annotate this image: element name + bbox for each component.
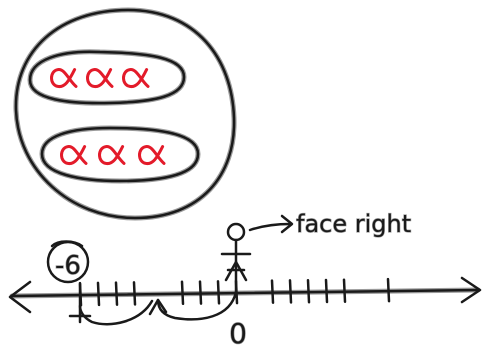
tick-mark (306, 278, 311, 304)
tick-mark (270, 279, 275, 304)
alpha-symbol (50, 68, 78, 89)
tick-mark (132, 281, 137, 306)
bottom-group-oval (39, 125, 201, 184)
tick-mark (324, 278, 329, 304)
tick-mark (198, 280, 203, 305)
top-group-alphas (50, 68, 150, 89)
alpha-symbol (86, 68, 114, 89)
tick-mark (180, 280, 185, 306)
alpha-symbol (98, 145, 126, 166)
number-line-ticks (78, 277, 391, 307)
tick-mark (386, 277, 391, 303)
right-arrowhead (460, 276, 482, 304)
outer-set-circle (13, 7, 237, 221)
alpha-symbol (122, 68, 150, 89)
origin-label: 0 (229, 317, 247, 350)
bottom-group-alphas (60, 145, 166, 166)
top-group-oval (27, 49, 187, 106)
tick-mark (216, 280, 221, 305)
alpha-symbol (60, 145, 88, 166)
left-arrowhead (8, 280, 32, 314)
alpha-symbol (138, 145, 166, 166)
position-label: -6 (55, 251, 81, 281)
hop-arrowhead (148, 298, 168, 316)
face-right-arrow (248, 214, 294, 234)
direction-label: face right (296, 210, 411, 238)
number-line (8, 276, 482, 314)
tick-mark (96, 281, 101, 307)
tick-mark (288, 279, 293, 304)
hop-arc-right (156, 290, 238, 321)
tick-mark (342, 278, 347, 303)
tick-mark (114, 281, 119, 306)
stick-figure-right (220, 222, 252, 294)
stick-figure-left (46, 240, 92, 324)
